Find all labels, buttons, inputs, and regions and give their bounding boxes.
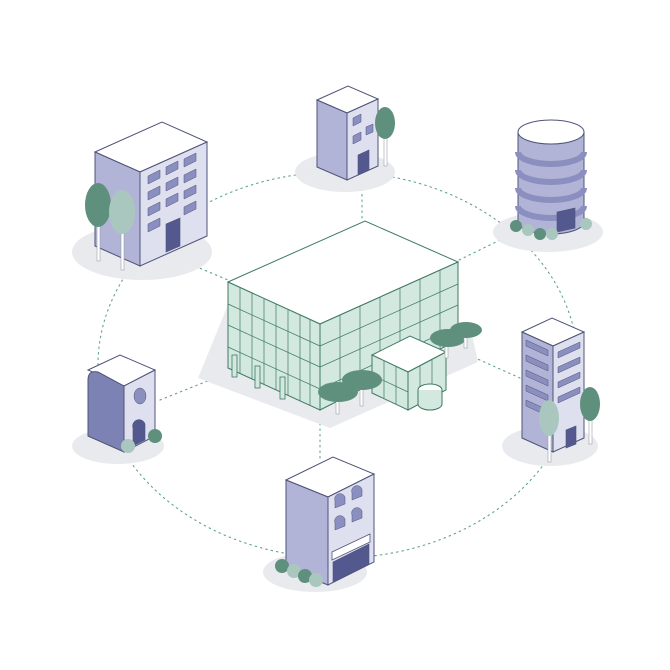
- hub-building: [198, 220, 482, 428]
- trees-highrise: [539, 387, 600, 463]
- node-small-office: [295, 85, 395, 192]
- node-townhouse: [263, 456, 376, 592]
- node-highrise: [502, 317, 600, 466]
- connector-round-tower: [454, 239, 501, 263]
- node-small-house: [72, 354, 164, 464]
- connector-small-house: [159, 377, 216, 401]
- bushes-townhouse: [275, 559, 323, 587]
- node-round-tower: [493, 119, 603, 252]
- node-office-tower: [72, 121, 212, 280]
- hub-trees: [318, 322, 482, 415]
- tree-small-office: [375, 107, 395, 167]
- bushes-round-tower: [510, 218, 592, 240]
- bushes-small-house: [121, 429, 162, 453]
- connector-highrise: [461, 351, 521, 379]
- trees-office-tower: [85, 183, 135, 271]
